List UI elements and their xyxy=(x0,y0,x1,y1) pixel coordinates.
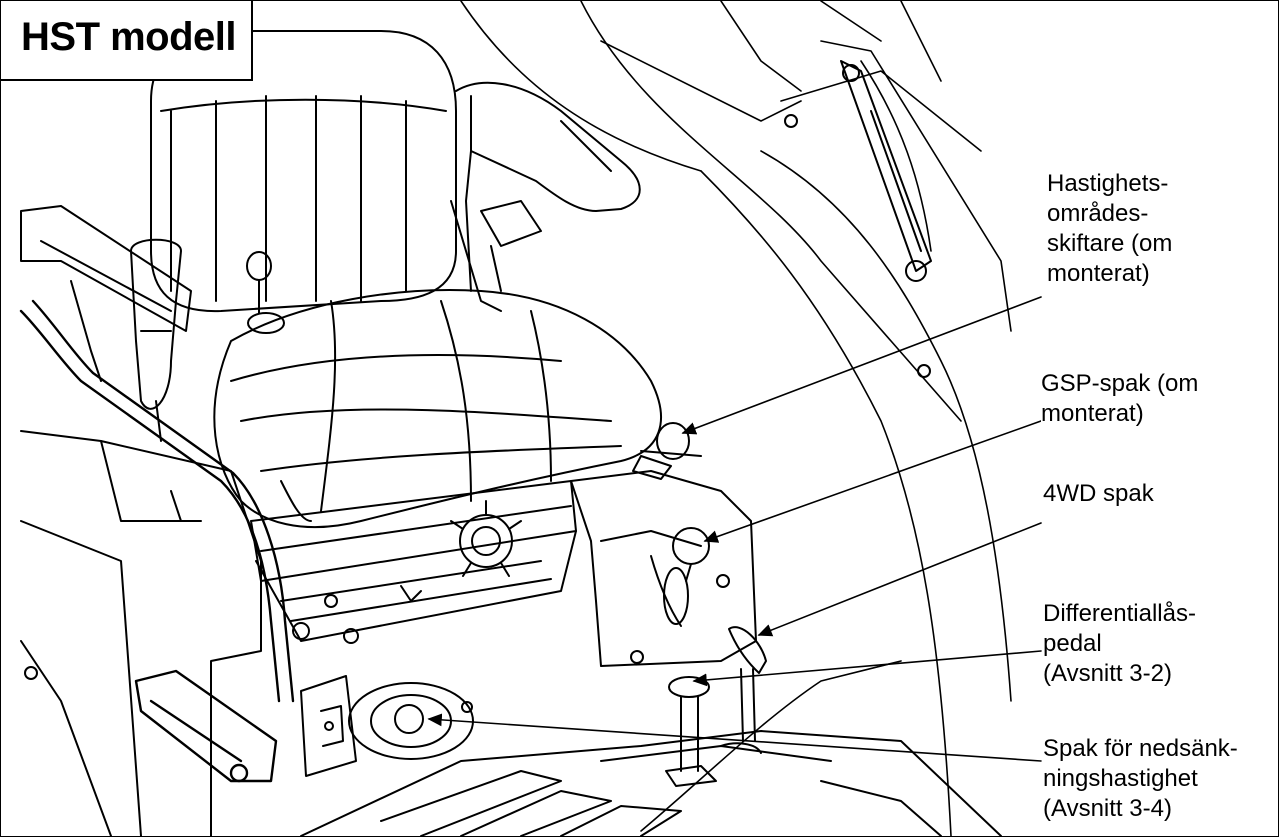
callout-line: (Avsnitt 3-4) xyxy=(1043,795,1172,822)
seatbelt-buckle xyxy=(450,200,542,312)
callout-range-shifter: Hastighets- områdes- skiftare (om monter… xyxy=(1047,169,1173,289)
leader-lowering-speed xyxy=(427,713,1042,762)
callout-line: monterat) xyxy=(1047,260,1150,287)
leader-range-shifter xyxy=(681,296,1042,435)
leader-4wd-lever xyxy=(757,522,1042,637)
lowering-speed-knob xyxy=(300,675,474,777)
grab-handle xyxy=(19,299,295,783)
seat-backrest xyxy=(150,30,457,334)
callout-diff-lock-pedal: Differentiallås- pedal (Avsnitt 3-2) xyxy=(1043,599,1196,689)
callout-line: Differentiallås- xyxy=(1043,600,1196,627)
seat-cushion xyxy=(213,289,662,529)
callout-line: Spak för nedsänk- xyxy=(1043,735,1238,762)
left-console xyxy=(20,430,262,836)
right-armrest xyxy=(455,81,641,292)
callout-gsp-lever: GSP-spak (om monterat) xyxy=(1041,369,1199,429)
leader-diff-lock xyxy=(692,650,1042,687)
seat-suspension xyxy=(250,480,577,644)
callout-line: pedal xyxy=(1043,630,1102,657)
callout-line: ningshastighet xyxy=(1043,765,1198,792)
leader-gsp-lever xyxy=(703,420,1042,543)
callout-line: (Avsnitt 3-2) xyxy=(1043,660,1172,687)
callout-4wd-lever: 4WD spak xyxy=(1043,479,1154,509)
floor-mat xyxy=(300,730,1002,836)
callout-line: monterat) xyxy=(1041,400,1144,427)
callout-leaders xyxy=(427,296,1042,762)
title-box: HST modell xyxy=(1,1,253,81)
cab-panels xyxy=(460,1,1012,836)
callout-line: Hastighets- xyxy=(1047,170,1169,197)
side-lever-panel xyxy=(570,450,757,667)
gas-strut xyxy=(784,60,932,378)
seat-adjust-knob xyxy=(450,500,522,577)
callout-line: skiftare (om xyxy=(1047,230,1173,257)
callout-lowering-speed-lever: Spak för nedsänk- ningshastighet (Avsnit… xyxy=(1043,734,1238,824)
callout-line: GSP-spak (om xyxy=(1041,370,1199,397)
page-title: HST modell xyxy=(21,15,237,59)
callout-line: områdes- xyxy=(1047,200,1149,227)
range-shifter-knob xyxy=(632,422,690,480)
diff-lock-pedal xyxy=(665,676,717,787)
gsp-lever xyxy=(672,527,710,582)
left-armrest xyxy=(20,205,192,382)
callout-line: 4WD spak xyxy=(1043,480,1154,507)
4wd-lever xyxy=(728,626,767,742)
joystick xyxy=(130,238,182,442)
